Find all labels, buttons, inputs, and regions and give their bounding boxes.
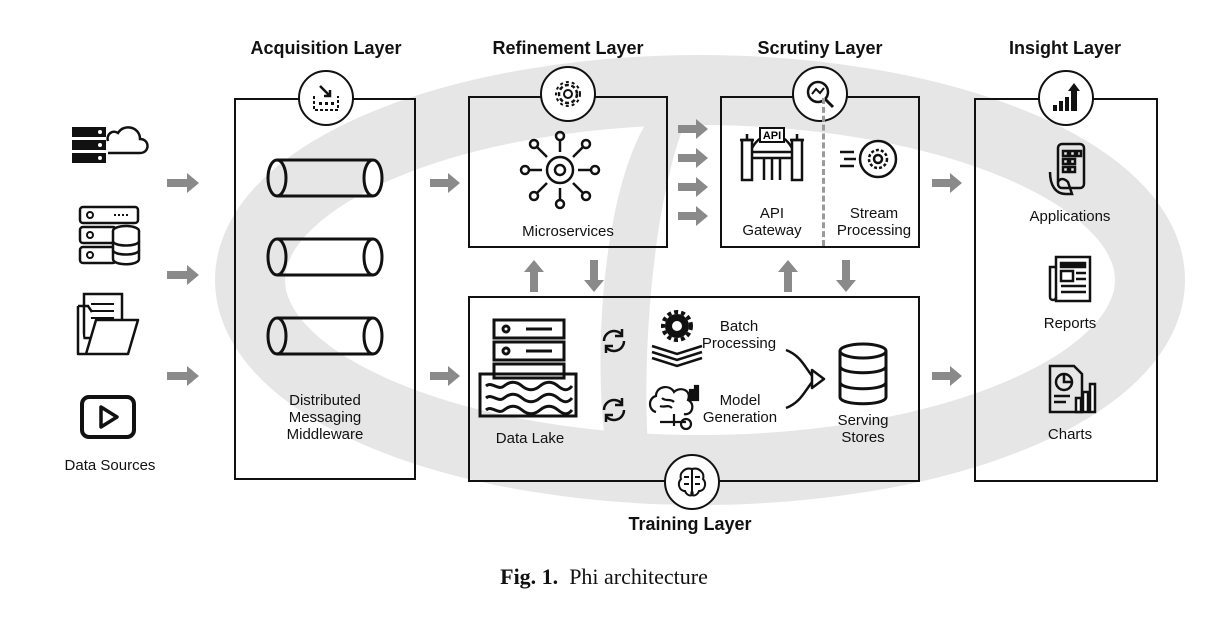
brain-icon	[677, 467, 707, 497]
flow-arrows-refinement	[678, 119, 708, 226]
batch-processing-label: Batch Processing	[694, 318, 784, 352]
batch-processing-label-line: Batch	[719, 318, 759, 335]
flow-arrows-scrutiny	[932, 173, 962, 386]
acquisition-label: Distributed Messaging Middleware	[250, 392, 400, 443]
serving-stores-label-line: Stores	[841, 429, 885, 446]
brain-gear-icon	[648, 384, 700, 431]
model-generation-label: Model Generation	[692, 392, 788, 426]
api-gateway-icon: API	[740, 127, 804, 182]
model-generation-label-line: Model	[719, 392, 761, 409]
stream-processing-label-line: Stream	[849, 205, 899, 222]
microservices-label: Microservices	[522, 223, 614, 240]
acquisition-layer-badge	[298, 70, 354, 126]
stream-gear-icon	[840, 139, 898, 179]
layers-gear-icon	[651, 310, 703, 368]
data-lake-label: Data Lake	[495, 430, 565, 447]
insight-layer-badge	[1038, 70, 1094, 126]
chart-up-icon	[1053, 83, 1080, 111]
vertical-arrows	[524, 260, 856, 292]
pipe-icon	[266, 316, 384, 356]
stream-processing-label-line: Processing	[836, 222, 912, 239]
pipe-icon	[266, 158, 384, 198]
api-gateway-label-line: Gateway	[742, 222, 802, 239]
acquisition-label-line: Middleware	[286, 426, 364, 443]
caption-prefix: Fig. 1.	[500, 564, 559, 589]
database-server-icon	[78, 205, 141, 266]
api-gateway-label-line: API	[759, 205, 785, 222]
acquisition-layer-title: Acquisition Layer	[250, 38, 402, 58]
refinement-layer-title: Refinement Layer	[492, 38, 644, 58]
ingest-icon	[313, 85, 339, 111]
sync-icon	[602, 398, 626, 422]
api-badge-text: API	[763, 130, 781, 142]
api-gateway-label: API Gateway	[730, 205, 814, 239]
flow-arrows-sources	[167, 173, 199, 386]
batch-processing-label-line: Processing	[701, 335, 777, 352]
merge-arrow-icon	[785, 348, 826, 410]
acquisition-label-line: Messaging	[288, 409, 362, 426]
gear-icon	[555, 81, 581, 107]
scrutiny-divider	[822, 98, 825, 246]
training-layer-title: Training Layer	[628, 514, 752, 534]
acquisition-label-line: Distributed	[289, 392, 361, 409]
training-layer-badge	[664, 454, 720, 510]
video-play-icon	[80, 395, 136, 439]
data-sources-label: Data Sources	[64, 457, 156, 474]
scrutiny-layer-badge	[792, 66, 848, 122]
network-gear-icon	[519, 130, 601, 210]
report-chart-icon	[1048, 364, 1097, 414]
insight-layer-title: Insight Layer	[1008, 38, 1122, 58]
scrutiny-layer-title: Scrutiny Layer	[757, 38, 883, 58]
serving-stores-label: Serving Stores	[818, 412, 908, 446]
newspaper-icon	[1048, 255, 1092, 303]
model-generation-label-line: Generation	[702, 409, 778, 426]
sync-icon	[602, 329, 626, 353]
reports-label: Reports	[1043, 315, 1097, 332]
cloud-server-icon	[72, 126, 149, 163]
folder-icon	[76, 292, 140, 356]
charts-label: Charts	[1047, 426, 1093, 443]
stream-processing-label: Stream Processing	[826, 205, 922, 239]
magnifier-icon	[806, 80, 835, 109]
flow-arrows-acquisition	[430, 173, 460, 386]
pipe-icon	[266, 237, 384, 277]
serving-stores-label-line: Serving	[837, 412, 889, 429]
refinement-layer-badge	[540, 66, 596, 122]
phone-icon	[1048, 142, 1086, 196]
caption-text: Phi architecture	[569, 564, 708, 589]
database-icon	[838, 342, 888, 406]
data-lake-icon	[478, 318, 578, 418]
figure-caption: Fig. 1. Phi architecture	[0, 564, 1208, 590]
applications-label: Applications	[1029, 208, 1111, 225]
